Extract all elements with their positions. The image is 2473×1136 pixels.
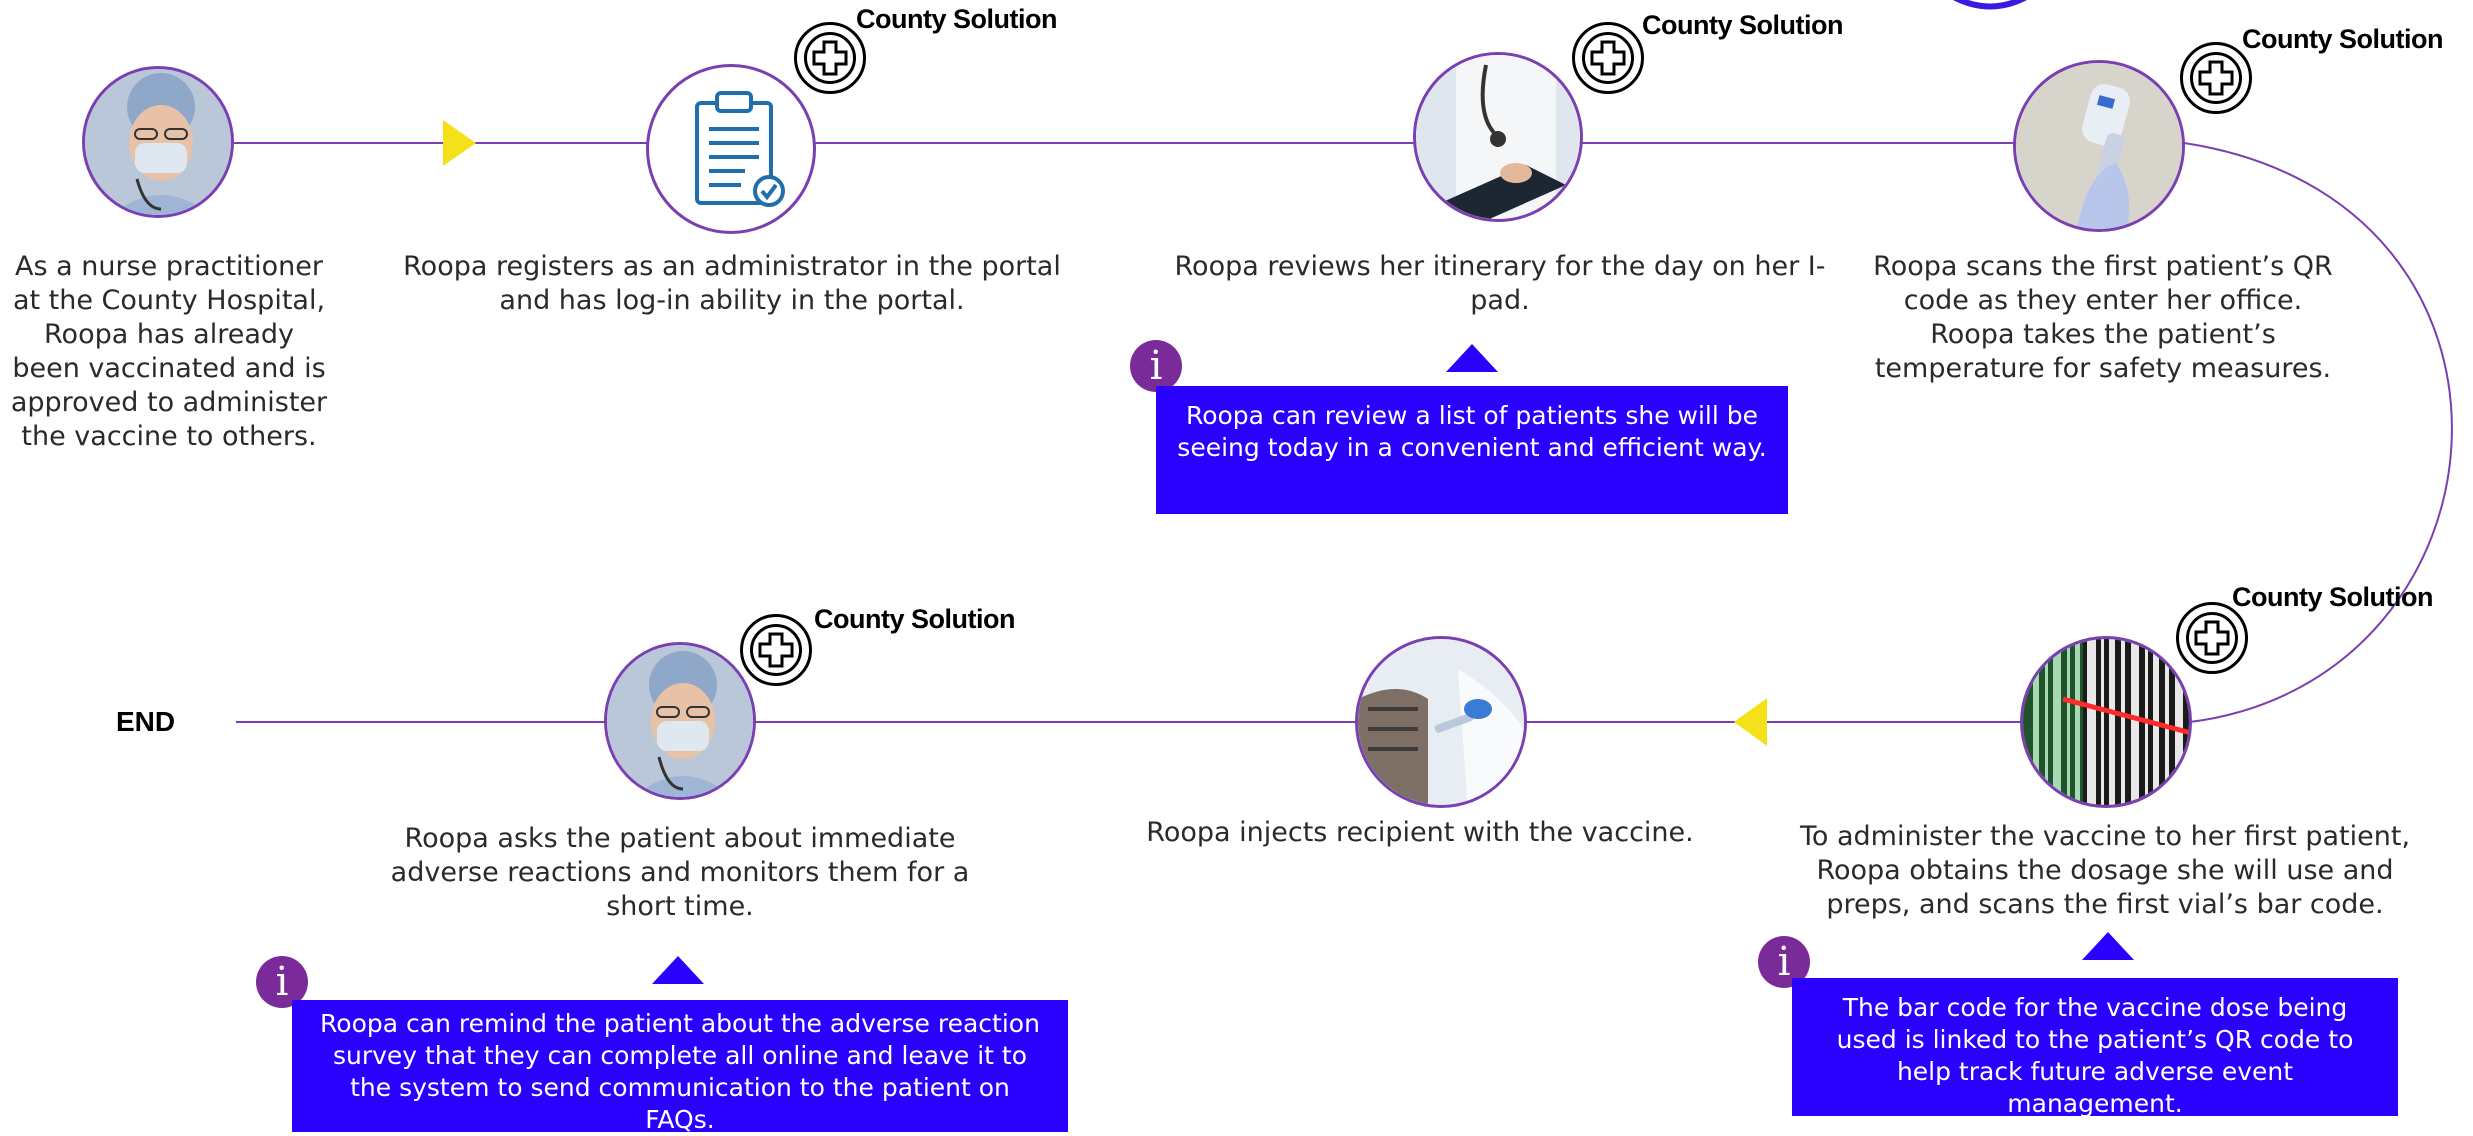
step-5-node xyxy=(2020,636,2192,808)
top-edge-node xyxy=(1953,0,2027,10)
barcode-photo-icon xyxy=(2023,639,2189,805)
callout-2: The bar code for the vaccine dose being … xyxy=(1792,978,2398,1118)
county-solution-label-1: County Solution xyxy=(856,4,1057,34)
callout-pointer xyxy=(1446,344,1498,372)
county-solution-label-3: County Solution xyxy=(2242,24,2443,54)
step-6-node xyxy=(1355,636,1527,808)
county-solution-label-5: County Solution xyxy=(814,604,1015,634)
info-icon: i xyxy=(1130,340,1182,392)
nurse-portrait-icon xyxy=(85,69,231,215)
medical-cross-icon xyxy=(758,632,794,668)
county-solution-badge-2 xyxy=(1572,22,1644,94)
doctor-tablet-photo-icon xyxy=(1416,55,1580,219)
curve-connector xyxy=(2183,142,2453,723)
callout-3: Roopa can remind the patient about the a… xyxy=(292,1000,1068,1134)
thermometer-photo-icon xyxy=(2016,63,2182,229)
clipboard-icon xyxy=(695,91,785,207)
medical-cross-icon xyxy=(812,40,848,76)
step-6-text: Roopa injects recipient with the vaccine… xyxy=(1146,817,1694,848)
step-4-node xyxy=(2013,60,2185,232)
step-7-text: Roopa asks the patient about immediate a… xyxy=(390,823,970,922)
county-solution-label-4: County Solution xyxy=(2232,582,2433,612)
right-arrow-icon xyxy=(443,120,476,166)
step-2-text: Roopa registers as an administrator in t… xyxy=(403,251,1061,316)
county-solution-badge-4 xyxy=(2176,602,2248,674)
step-2-node xyxy=(646,64,816,234)
info-icon: i xyxy=(256,956,308,1008)
step-7-node xyxy=(604,642,756,800)
step-1-text: As a nurse practitioner at the County Ho… xyxy=(10,251,328,452)
step-3-node xyxy=(1413,52,1583,222)
step-5-text: To administer the vaccine to her first p… xyxy=(1799,821,2411,920)
callout-1: Roopa can review a list of patients she … xyxy=(1156,386,1788,514)
callout-pointer xyxy=(2082,932,2134,960)
county-solution-badge-5 xyxy=(740,614,812,686)
left-arrow-icon xyxy=(1734,698,1767,746)
county-solution-label-2: County Solution xyxy=(1642,10,1843,40)
step-4-text: Roopa scans the first patient’s QR code … xyxy=(1873,251,2333,384)
medical-cross-icon xyxy=(2194,620,2230,656)
medical-cross-icon xyxy=(2198,60,2234,96)
end-label: END xyxy=(116,706,176,737)
county-solution-badge-3 xyxy=(2180,42,2252,114)
nurse-portrait-icon xyxy=(607,645,753,797)
medical-cross-icon xyxy=(1590,40,1626,76)
callout-pointer xyxy=(652,956,704,984)
step-1-node xyxy=(82,66,234,218)
injection-photo-icon xyxy=(1358,639,1524,805)
county-solution-badge-1 xyxy=(794,22,866,94)
step-3-text: Roopa reviews her itinerary for the day … xyxy=(1174,251,1826,316)
